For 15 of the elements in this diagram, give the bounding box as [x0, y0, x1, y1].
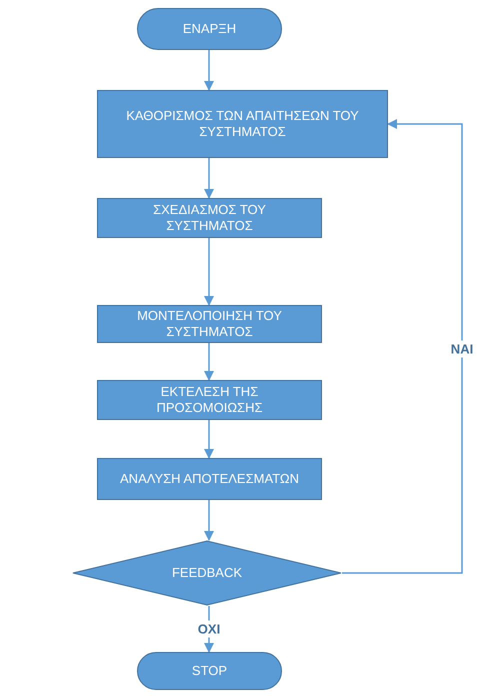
process-box: ΜΟΝΤΕΛΟΠΟΙΗΣΗ ΤΟΥ ΣΥΣΤΗΜΑΤΟΣ — [97, 305, 322, 343]
arrow — [204, 238, 214, 306]
process-box: ΚΑΘΟΡΙΣΜΟΣ ΤΩΝ ΑΠΑΙΤΗΣΕΩΝ ΤΟΥ ΣΥΣΤΗΜΑΤΟΣ — [97, 90, 388, 158]
arrow — [204, 500, 214, 541]
process-box: ΕΚΤΕΛΕΣΗ ΤΗΣ ΠΡΟΣΟΜΟΙΩΣΗΣ — [97, 380, 322, 420]
arrow — [204, 50, 214, 91]
terminal-pill: STOP — [137, 652, 282, 690]
process-box: ΑΝΑΛΥΣΗ ΑΠΟΤΕΛΕΣΜΑΤΩΝ — [97, 458, 322, 500]
arrow — [204, 420, 214, 459]
arrow — [204, 158, 214, 199]
arrow — [342, 119, 463, 574]
decision-diamond: FEEDBACK — [72, 540, 342, 606]
terminal-pill: ΕΝΑΡΞΗ — [137, 8, 282, 50]
arrow — [204, 343, 214, 381]
process-box: ΣΧΕΔΙΑΣΜΟΣ ΤΟΥ ΣΥΣΤΗΜΑΤΟΣ — [97, 198, 322, 238]
